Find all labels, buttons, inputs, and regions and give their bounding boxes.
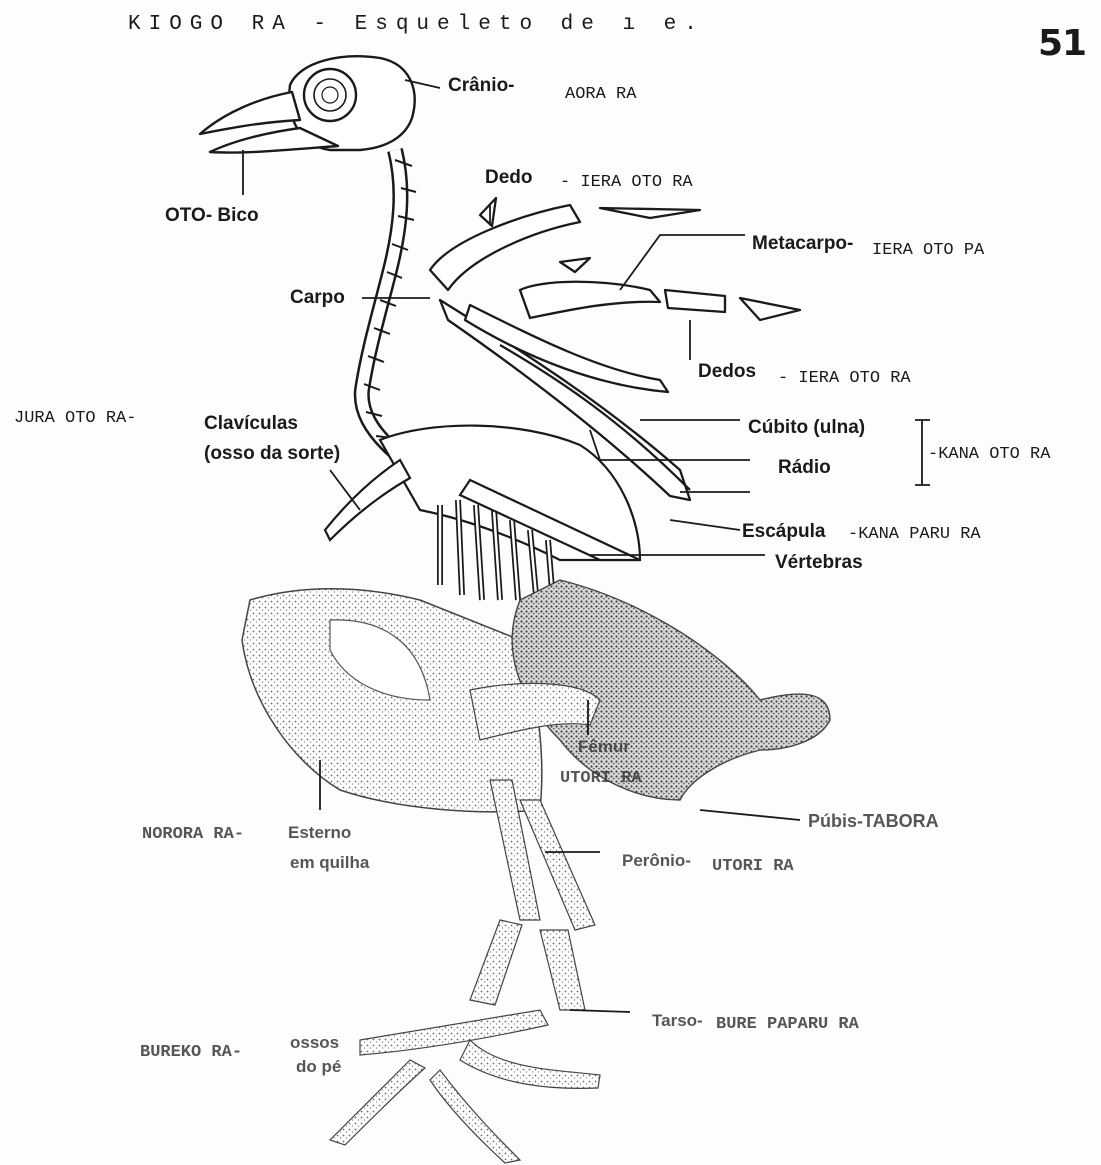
label-cubito: Cúbito (ulna): [748, 418, 865, 437]
label-bico: OTO- Bico: [165, 206, 259, 225]
label-tarso-translation: BURE PAPARU RA: [716, 1016, 859, 1033]
label-radio: Rádio: [778, 458, 831, 477]
label-metacarpo-translation: IERA OTO PA: [872, 242, 984, 259]
label-kana-oto: -KANA OTO RA: [928, 446, 1050, 463]
page-header: KIOGO RA - Esqueleto de ı e.: [128, 14, 705, 35]
label-esterno: Esterno: [288, 824, 351, 841]
label-dedo-translation: - IERA OTO RA: [560, 174, 693, 191]
label-esterno-translation: NORORA RA-: [142, 826, 244, 843]
skull: [200, 56, 415, 152]
label-peronio-translation: UTORI RA: [712, 858, 794, 875]
label-pe-translation: BUREKO RA-: [140, 1044, 242, 1061]
label-tarso: Tarso-: [652, 1012, 703, 1029]
label-vertebras: Vértebras: [775, 553, 863, 572]
label-femur-translation: UTORI RA: [560, 770, 642, 787]
label-claviculas-note: (osso da sorte): [204, 444, 340, 463]
label-peronio: Perônio-: [622, 852, 691, 869]
label-escapula-translation: -KANA PARU RA: [848, 526, 981, 543]
label-claviculas: Clavículas: [204, 414, 298, 433]
label-pubis: Púbis-TABORA: [808, 812, 939, 830]
label-claviculas-translation: JURA OTO RA-: [14, 410, 136, 427]
label-cranio-translation: AORA RA: [565, 86, 636, 103]
label-esterno-note: em quilha: [290, 854, 369, 871]
label-metacarpo: Metacarpo-: [752, 234, 853, 253]
ribcage: [325, 426, 640, 600]
label-dedo: Dedo: [485, 168, 533, 187]
label-escapula: Escápula: [742, 522, 825, 541]
label-cranio: Crânio-: [448, 76, 515, 95]
label-pe: ossos: [290, 1034, 339, 1051]
neck-vertebrae: [362, 150, 416, 452]
label-pe-note: do pé: [296, 1058, 341, 1075]
label-femur: Fêmur: [578, 738, 630, 755]
label-dedos-translation: - IERA OTO RA: [778, 370, 911, 387]
label-dedos: Dedos: [698, 362, 756, 381]
label-carpo: Carpo: [290, 288, 345, 307]
page-number: 51: [1038, 26, 1086, 62]
